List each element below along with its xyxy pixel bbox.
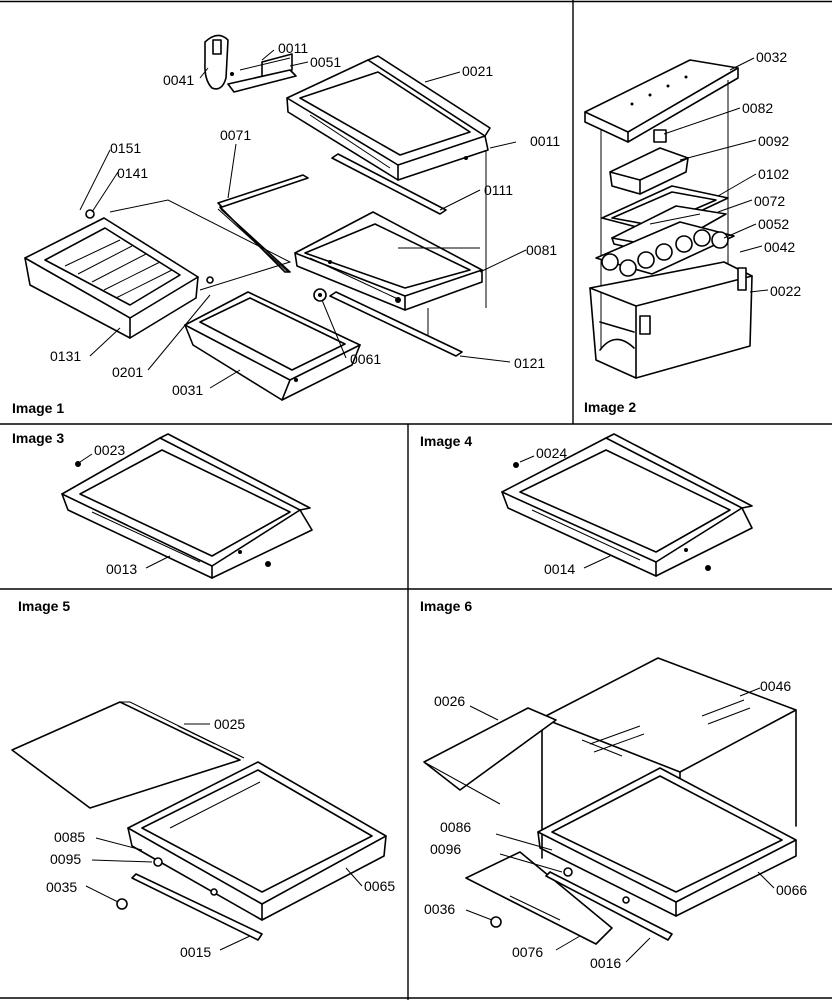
lid-0032: [584, 59, 739, 143]
panel-title-image-5: Image 5: [18, 598, 71, 614]
part-label-0071: 0071: [220, 127, 252, 143]
drawer-0131: [24, 209, 214, 339]
part-label-0026: 0026: [434, 693, 466, 709]
bin-0022: [589, 261, 753, 379]
panel-title-image-4: Image 4: [420, 433, 473, 449]
panel-title-image-2: Image 2: [584, 399, 637, 415]
image-1-drawing: [24, 34, 527, 401]
part-label-0096: 0096: [430, 841, 462, 857]
part-label-0086: 0086: [440, 819, 472, 835]
part-label-0015: 0015: [180, 944, 212, 960]
part-label-0082: 0082: [742, 100, 774, 116]
clip-0061: [313, 288, 327, 302]
part-label-0013: 0013: [106, 561, 138, 577]
rail-0121: [329, 291, 463, 357]
image-2-leaders: [663, 57, 769, 293]
part-label-0035: 0035: [46, 879, 78, 895]
part-label-0032: 0032: [756, 49, 788, 65]
crisper-cover: [109, 199, 292, 291]
part-label-0081: 0081: [526, 242, 558, 258]
part-label-0011-right: 0011: [530, 133, 561, 149]
image-1-leaders: [79, 49, 527, 389]
part-label-0076: 0076: [512, 944, 544, 960]
part-label-0092: 0092: [758, 133, 790, 149]
part-label-0085: 0085: [54, 829, 86, 845]
part-label-0031: 0031: [172, 382, 204, 398]
part-label-0042: 0042: [764, 239, 796, 255]
part-label-0016: 0016: [590, 955, 622, 971]
part-label-0021: 0021: [462, 63, 494, 79]
part-label-0041: 0041: [163, 72, 195, 88]
part-label-0141: 0141: [117, 165, 149, 181]
part-label-0095: 0095: [50, 851, 82, 867]
part-label-0025: 0025: [214, 716, 246, 732]
part-label-0024: 0024: [536, 445, 568, 461]
panel-title-image-3: Image 3: [12, 430, 65, 446]
part-label-0036: 0036: [424, 901, 456, 917]
image-6-drawing: [423, 657, 797, 963]
part-label-0121: 0121: [514, 355, 546, 371]
panel-title-image-6: Image 6: [420, 598, 473, 614]
panel-title-image-1: Image 1: [12, 400, 65, 416]
pan-0031: [184, 291, 361, 401]
part-label-0046: 0046: [760, 678, 792, 694]
part-label-0014: 0014: [544, 561, 576, 577]
panel-0071: [217, 174, 309, 273]
part-label-0022: 0022: [770, 283, 802, 299]
rail-0111: [331, 153, 447, 215]
part-label-0011-top: 0011: [278, 40, 309, 56]
part-label-0072: 0072: [754, 193, 786, 209]
part-label-0023: 0023: [94, 442, 126, 458]
part-label-0052: 0052: [758, 216, 790, 232]
part-label-0065: 0065: [364, 878, 396, 894]
part-label-0051: 0051: [310, 54, 342, 70]
part-label-0201: 0201: [112, 364, 144, 380]
shelf-0021: [286, 55, 491, 181]
part-label-0066: 0066: [776, 882, 808, 898]
part-label-0102: 0102: [758, 166, 790, 182]
part-label-0151: 0151: [110, 140, 142, 156]
part-label-0111: 0111: [484, 182, 514, 198]
image-3-drawing: [61, 433, 313, 579]
part-label-0061: 0061: [350, 351, 382, 367]
image-2-drawing: [584, 57, 769, 379]
bracket-0041: [204, 34, 297, 93]
part-label-0131: 0131: [50, 348, 82, 364]
image-5-drawing: [11, 701, 387, 951]
shelf-0081: [294, 211, 483, 311]
image-4-drawing: [501, 433, 753, 577]
egg-tray-0052: [595, 221, 735, 277]
